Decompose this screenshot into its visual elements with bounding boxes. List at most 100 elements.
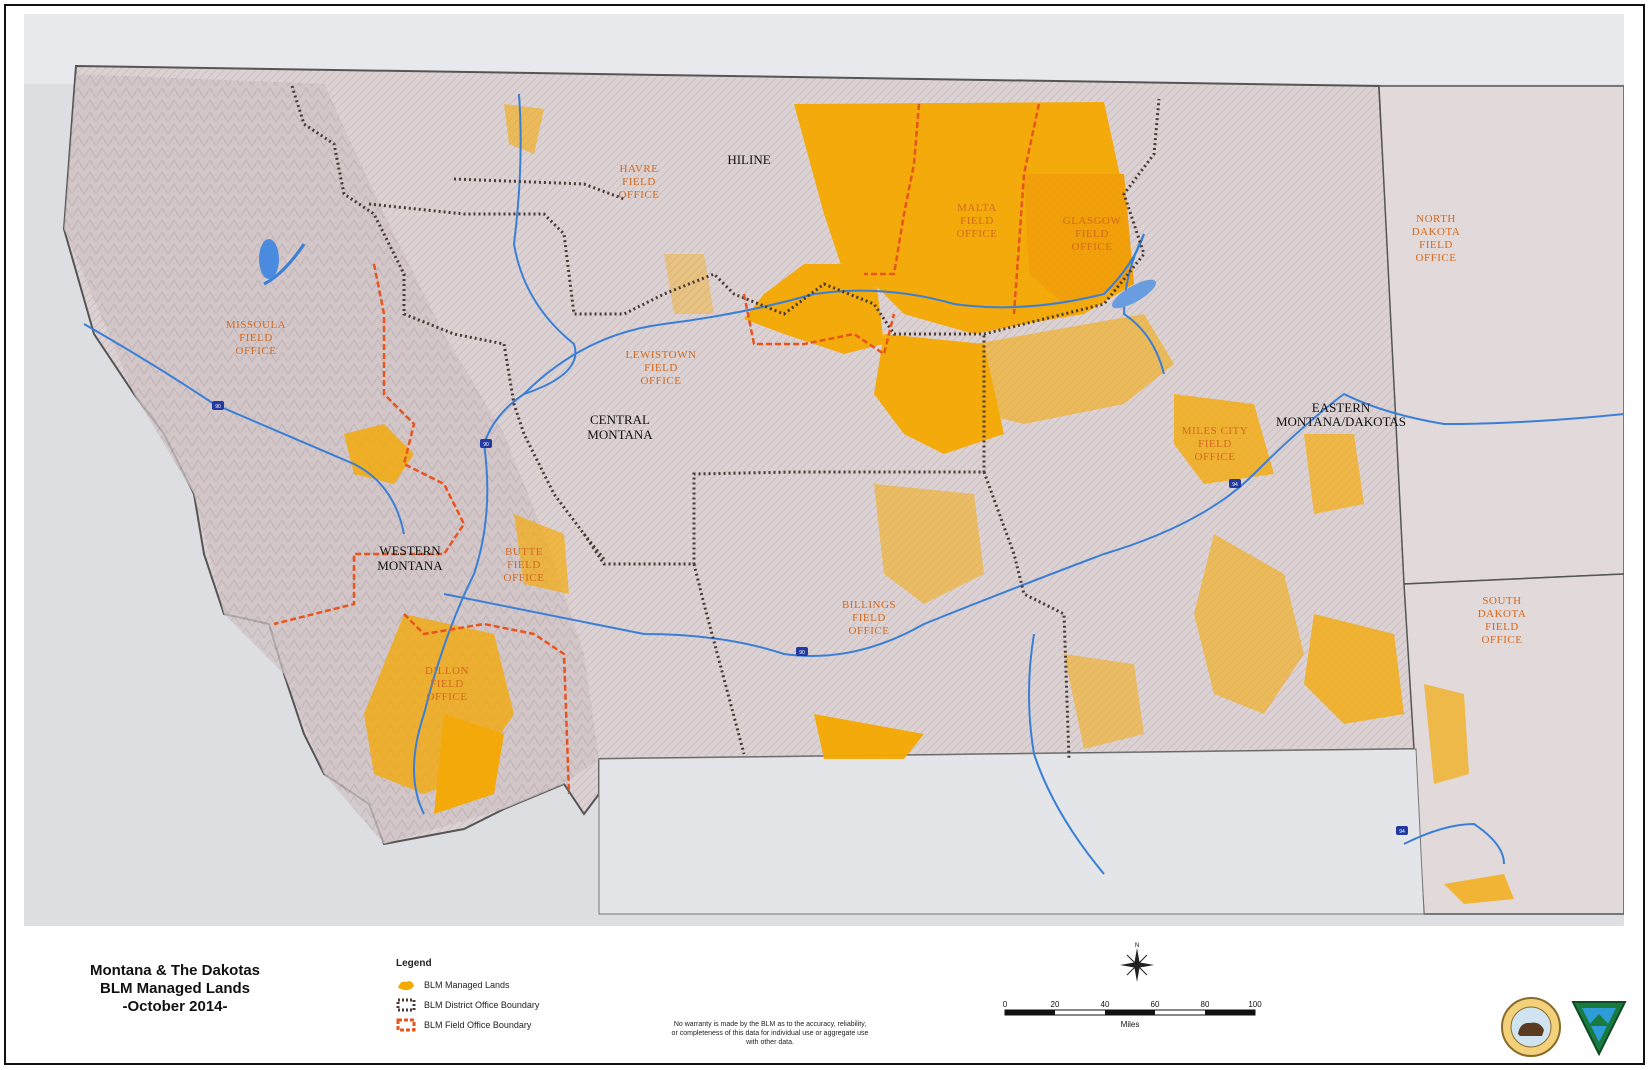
- fort-peck-lake: [1111, 279, 1157, 309]
- district-label-western-1: WESTERN: [379, 543, 441, 558]
- svg-text:100: 100: [1248, 1000, 1262, 1009]
- shield-number: 94: [1232, 482, 1238, 488]
- svg-text:OFFICE: OFFICE: [1482, 634, 1523, 646]
- north-dakota-state: [1378, 85, 1624, 585]
- svg-text:60: 60: [1151, 1000, 1160, 1009]
- district-label-hiline: HILINE: [727, 152, 770, 167]
- svg-text:GLASGOW: GLASGOW: [1063, 215, 1122, 227]
- field-office-label-malta: MALTA FIELD OFFICE: [957, 202, 998, 240]
- disclaimer-text: No warranty is made by the BLM as to the…: [671, 1021, 869, 1046]
- agency-logos: [1500, 996, 1628, 1058]
- district-label-central-1: CENTRAL: [590, 412, 650, 427]
- svg-text:FIELD: FIELD: [960, 215, 994, 227]
- svg-text:OFFICE: OFFICE: [1195, 451, 1236, 463]
- svg-text:FIELD: FIELD: [1075, 228, 1109, 240]
- svg-text:FIELD: FIELD: [852, 612, 886, 624]
- svg-text:FIELD: FIELD: [1419, 239, 1453, 251]
- district-label-central-2: MONTANA: [587, 427, 653, 442]
- compass-rose-icon: N: [1115, 940, 1159, 995]
- field-boundary-icon: [396, 1018, 416, 1032]
- svg-text:HAVRE: HAVRE: [620, 163, 659, 175]
- svg-text:OFFICE: OFFICE: [849, 625, 890, 637]
- svg-text:FIELD: FIELD: [644, 362, 678, 374]
- svg-text:OFFICE: OFFICE: [619, 189, 660, 201]
- svg-text:FIELD: FIELD: [1485, 621, 1519, 633]
- svg-text:OFFICE: OFFICE: [1416, 252, 1457, 264]
- svg-text:80: 80: [1201, 1000, 1210, 1009]
- legend-label: BLM Managed Lands: [424, 980, 510, 990]
- svg-text:OFFICE: OFFICE: [1072, 241, 1113, 253]
- field-office-label-lewistown: LEWISTOWN FIELD OFFICE: [626, 349, 697, 387]
- svg-text:MALTA: MALTA: [957, 202, 997, 214]
- svg-text:OFFICE: OFFICE: [504, 572, 545, 584]
- scale-bar: 0 20 40 60 80 100 Miles: [1000, 998, 1270, 1043]
- svg-text:DILLON: DILLON: [425, 665, 469, 677]
- legend-title: Legend: [396, 958, 432, 969]
- highway-shields: 90 90 90 94 94: [212, 401, 1408, 835]
- field-office-label-missoula: MISSOULA FIELD OFFICE: [226, 319, 286, 357]
- district-boundaries: [290, 85, 1161, 760]
- map-title: Montana & The Dakotas BLM Managed Lands …: [60, 962, 290, 1016]
- svg-text:OFFICE: OFFICE: [427, 691, 468, 703]
- svg-text:Miles: Miles: [1121, 1020, 1140, 1029]
- flathead-lake: [259, 239, 279, 279]
- shield: 94: [1229, 479, 1241, 488]
- wyoming-state: [598, 748, 1425, 915]
- svg-text:FIELD: FIELD: [239, 332, 273, 344]
- svg-text:LEWISTOWN: LEWISTOWN: [626, 349, 697, 361]
- field-office-label-billings: BILLINGS FIELD OFFICE: [842, 599, 896, 637]
- field-office-label-butte: BUTTE FIELD OFFICE: [504, 546, 545, 584]
- district-boundary-icon: [396, 998, 416, 1012]
- svg-text:BILLINGS: BILLINGS: [842, 599, 896, 611]
- legend-item-blm-lands: BLM Managed Lands: [396, 975, 539, 995]
- legend-item-field-boundary: BLM Field Office Boundary: [396, 1015, 539, 1035]
- svg-text:BUTTE: BUTTE: [505, 546, 543, 558]
- shield: 90: [796, 647, 808, 656]
- legend-label: BLM District Office Boundary: [424, 1000, 540, 1010]
- svg-text:NORTH: NORTH: [1416, 213, 1456, 225]
- svg-text:40: 40: [1101, 1000, 1110, 1009]
- doi-seal-icon: [1501, 997, 1561, 1057]
- svg-text:N: N: [1135, 943, 1139, 949]
- district-label-eastern-1: EASTERN: [1312, 400, 1371, 415]
- legend-label: BLM Field Office Boundary: [424, 1020, 532, 1030]
- field-office-boundaries: [273, 103, 1041, 795]
- legend-item-district-boundary: BLM District Office Boundary: [396, 995, 539, 1015]
- shield-number: 94: [1399, 829, 1405, 835]
- svg-text:OFFICE: OFFICE: [236, 345, 277, 357]
- title-line-3: -October 2014-: [122, 998, 228, 1015]
- title-line-2: BLM Managed Lands: [99, 980, 250, 997]
- district-label-western-2: MONTANA: [377, 558, 443, 573]
- svg-text:OFFICE: OFFICE: [957, 228, 998, 240]
- field-office-label-north-dakota: NORTH DAKOTA FIELD OFFICE: [1412, 213, 1461, 264]
- svg-text:20: 20: [1051, 1000, 1060, 1009]
- shield: 90: [480, 439, 492, 448]
- shield-number: 90: [215, 404, 221, 410]
- svg-text:MILES CITY: MILES CITY: [1182, 425, 1248, 437]
- shield: 90: [212, 401, 224, 410]
- svg-text:FIELD: FIELD: [622, 176, 656, 188]
- shield-number: 90: [483, 442, 489, 448]
- svg-text:FIELD: FIELD: [430, 678, 464, 690]
- svg-text:SOUTH: SOUTH: [1482, 595, 1521, 607]
- orange-blob-icon: [396, 978, 416, 992]
- field-office-label-havre: HAVRE FIELD OFFICE: [619, 163, 660, 201]
- svg-text:0: 0: [1003, 1000, 1008, 1009]
- svg-text:DAKOTA: DAKOTA: [1412, 226, 1461, 238]
- svg-text:FIELD: FIELD: [507, 559, 541, 571]
- svg-text:OFFICE: OFFICE: [641, 375, 682, 387]
- field-office-label-south-dakota: SOUTH DAKOTA FIELD OFFICE: [1478, 595, 1527, 646]
- blm-logo-icon: [1571, 1001, 1627, 1057]
- field-office-label-miles-city: MILES CITY FIELD OFFICE: [1182, 425, 1248, 463]
- map[interactable]: 90 90 90 94 94 HILINE CENTRAL MONTANA WE…: [24, 14, 1624, 926]
- title-line-1: Montana & The Dakotas: [89, 962, 261, 979]
- legend: Legend BLM Managed Lands BLM District Of…: [396, 958, 539, 1035]
- field-office-label-dillon: DILLON FIELD OFFICE: [425, 665, 469, 703]
- shield: 94: [1396, 826, 1408, 835]
- svg-text:DAKOTA: DAKOTA: [1478, 608, 1527, 620]
- field-office-label-glasgow: GLASGOW FIELD OFFICE: [1063, 215, 1122, 253]
- svg-text:FIELD: FIELD: [1198, 438, 1232, 450]
- svg-text:MISSOULA: MISSOULA: [226, 319, 286, 331]
- district-label-eastern-2: MONTANA/DAKOTAS: [1276, 414, 1406, 429]
- shield-number: 90: [799, 650, 805, 656]
